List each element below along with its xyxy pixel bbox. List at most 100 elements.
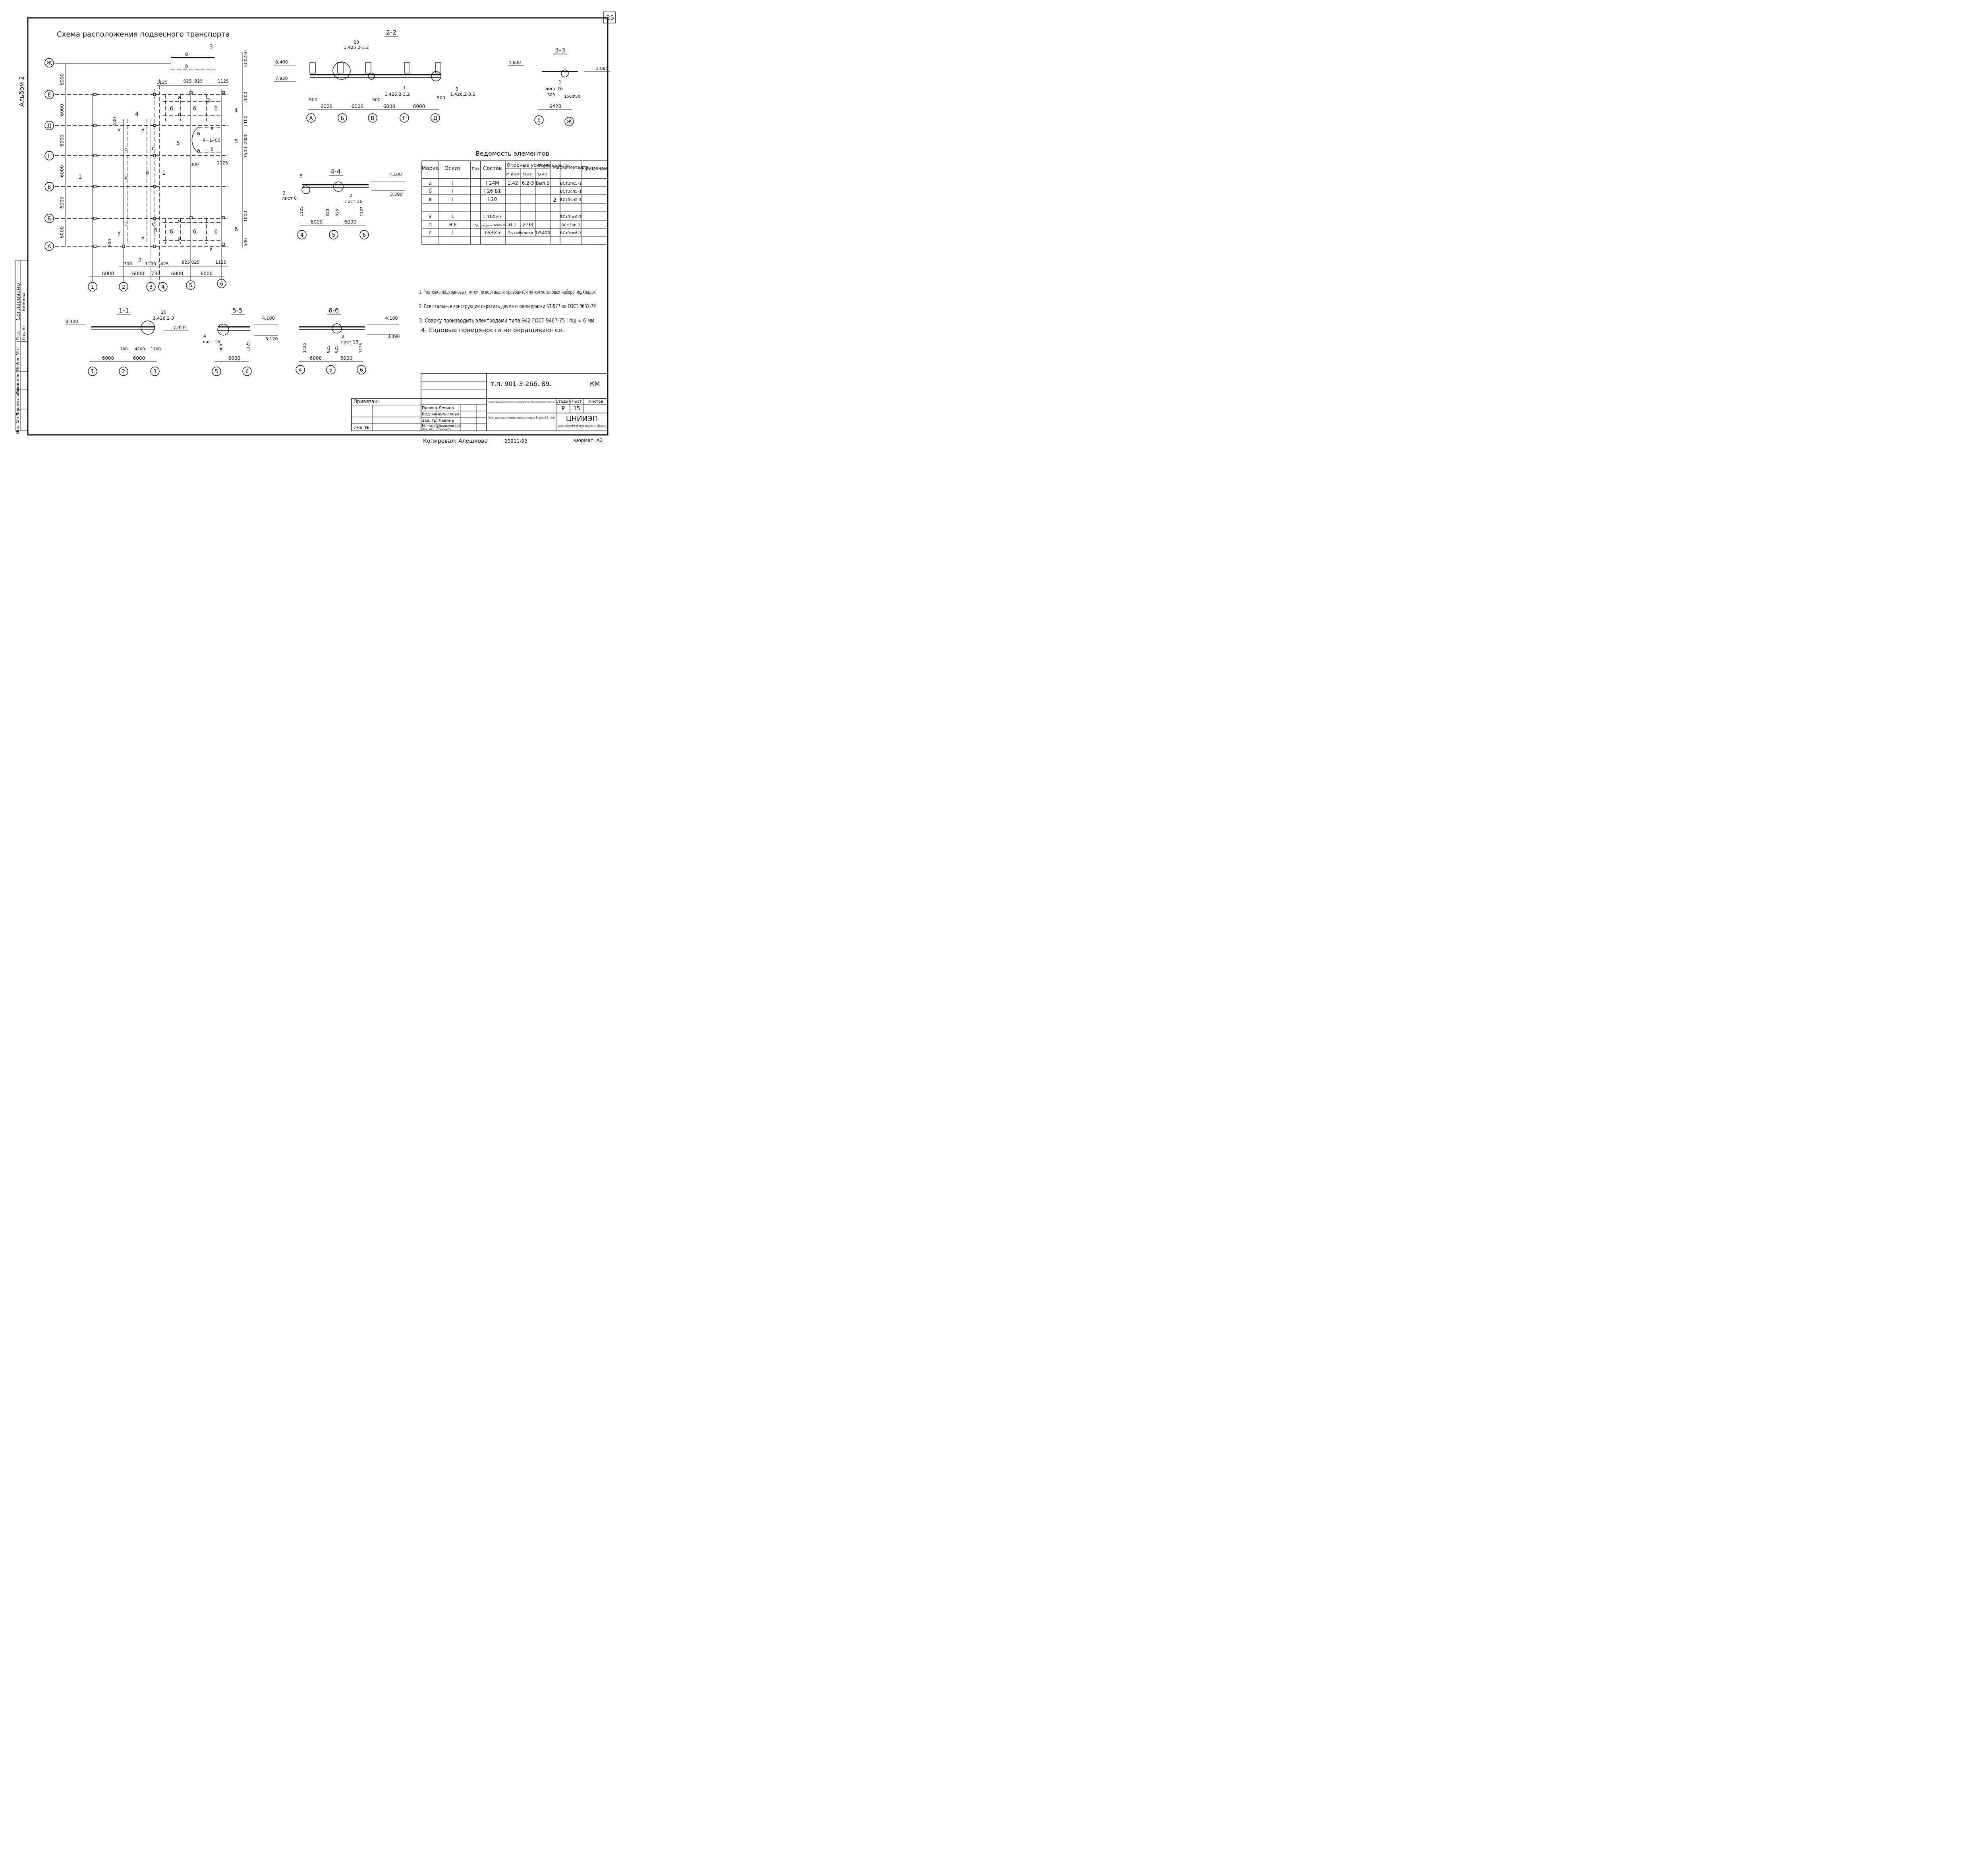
table-cell: L63×5	[485, 230, 500, 235]
svg-text:у: у	[209, 246, 213, 252]
svg-text:15: 15	[574, 406, 580, 412]
svg-text:5: 5	[329, 367, 332, 373]
svg-text:3.120: 3.120	[265, 336, 278, 342]
table-cell: I	[452, 180, 454, 186]
svg-text:500: 500	[243, 59, 248, 67]
plan-row-lines	[55, 63, 228, 247]
svg-text:Н кН: Н кН	[523, 172, 533, 177]
plan-row-dims: 6000 6000 6000 6000 6000 6000	[59, 73, 65, 239]
svg-text:Смыслова: Смыслова	[439, 412, 459, 417]
svg-text:в: в	[211, 146, 214, 152]
svg-text:6000: 6000	[413, 104, 425, 109]
svg-text:6000: 6000	[59, 135, 65, 147]
table-header: Эскиз	[445, 166, 461, 172]
svg-text:Б: Б	[341, 116, 344, 122]
notes: 1. Рихтовка подкрановых путей по вертика…	[419, 289, 596, 334]
svg-text:825: 825	[326, 209, 330, 216]
svg-text:б: б	[193, 106, 196, 112]
svg-text:1125: 1125	[246, 342, 251, 351]
table-cell: а	[429, 180, 432, 186]
svg-text:Лист: Лист	[572, 400, 582, 404]
svg-text:3.880: 3.880	[596, 66, 609, 71]
plan-view: Ж Е Д Г В Б А 6000 6000 6000 6000 6000 6…	[44, 44, 248, 291]
svg-text:Левина: Левина	[439, 419, 454, 423]
table-cell: ВСт3пс6-1	[560, 231, 582, 235]
svg-text:6000: 6000	[59, 104, 65, 116]
svg-text:Д: Д	[433, 116, 437, 122]
svg-text:6000: 6000	[311, 219, 323, 225]
svg-text:4.100: 4.100	[389, 172, 402, 177]
svg-text:825: 825	[184, 79, 192, 84]
table-cell: Э-Е	[449, 222, 457, 228]
table-cell: ВСт3кп 2	[561, 223, 580, 228]
svg-text:1.426.2-3.2: 1.426.2-3.2	[450, 92, 475, 97]
svg-text:1100: 1100	[243, 116, 248, 127]
svg-text:6000: 6000	[59, 73, 65, 86]
svg-text:В: В	[371, 116, 375, 122]
svg-text:Отд. ВГ: Отд. ВГ	[21, 325, 26, 342]
svg-text:Письман: Письман	[439, 428, 451, 431]
org-name: ЦНИИЭП	[566, 415, 598, 423]
table-cell: 2	[553, 197, 557, 203]
section-4-4: 4-4 4.100 3.390 5 3 лист 6 2 лист 16 112…	[282, 168, 405, 239]
axis-row-label: А	[48, 244, 51, 250]
ref-number: 23911-02	[504, 438, 527, 444]
svg-text:6000: 6000	[133, 355, 145, 361]
svg-text:1: 1	[162, 170, 166, 176]
svg-text:1125: 1125	[360, 207, 364, 216]
svg-text:1100: 1100	[145, 261, 156, 266]
table-cell: ВСт3пс5-1	[560, 181, 582, 186]
axis-col-label: 2	[122, 284, 125, 290]
svg-text:1125: 1125	[156, 80, 168, 85]
svg-text:а: а	[197, 148, 200, 154]
svg-text:4.100: 4.100	[262, 316, 275, 321]
svg-text:1.426.2-3: 1.426.2-3	[153, 316, 174, 321]
elements-table: Ведомость элементов Марка Эскиз Поз Сост…	[421, 150, 608, 245]
table-cell: 0.1	[509, 222, 516, 228]
axis-col-label: 3	[149, 284, 153, 290]
table-cell: 1.42	[508, 180, 518, 186]
svg-text:3: 3	[207, 98, 210, 104]
svg-text:инженерного оборудования г. Мо: инженерного оборудования г. Москва	[558, 424, 606, 428]
note-item: 1. Рихтовка подкрановых путей по вертика…	[419, 289, 596, 295]
svg-text:1: 1	[91, 369, 94, 375]
svg-text:300: 300	[219, 344, 224, 351]
svg-text:Нач. отд.: Нач. отд.	[422, 428, 435, 431]
svg-text:у: у	[118, 127, 121, 133]
svg-text:6000: 6000	[171, 271, 184, 276]
svg-text:Инв. № о: Инв. № о	[16, 347, 20, 366]
svg-text:у: у	[141, 235, 145, 241]
svg-text:300: 300	[191, 162, 199, 167]
svg-text:в: в	[211, 126, 214, 132]
svg-text:в: в	[185, 51, 188, 57]
svg-text:6000: 6000	[228, 355, 241, 361]
svg-text:2: 2	[350, 193, 352, 198]
axis-row-label: Д	[47, 123, 51, 129]
svg-text:5: 5	[332, 232, 335, 238]
svg-text:М кНм: М кНм	[506, 172, 520, 177]
svg-text:6000: 6000	[102, 271, 114, 276]
svg-text:500: 500	[112, 117, 117, 125]
sheet-frame	[27, 17, 609, 436]
table-cell: 1/5400	[535, 230, 551, 235]
svg-text:б: б	[170, 106, 173, 112]
table-header: Опорные усилия	[507, 162, 549, 168]
table-cell: ВСт3сп5-1	[560, 189, 582, 194]
svg-text:Отд.: Отд.	[16, 331, 20, 340]
section-title: 4-4	[330, 168, 341, 175]
svg-text:Q кН: Q кН	[538, 172, 548, 177]
svg-text:4.600: 4.600	[508, 60, 521, 65]
svg-text:5: 5	[300, 174, 303, 179]
svg-text:6: 6	[360, 367, 363, 373]
svg-text:500: 500	[437, 95, 445, 100]
svg-text:1125: 1125	[299, 207, 304, 216]
svg-text:1: 1	[403, 85, 406, 91]
svg-text:с: с	[124, 221, 127, 227]
svg-text:Взам. инв. №: Взам. инв. №	[16, 367, 20, 394]
svg-text:б: б	[170, 229, 173, 235]
svg-text:700: 700	[124, 261, 132, 266]
svg-text:750: 750	[573, 95, 580, 99]
svg-text:а: а	[124, 174, 128, 180]
svg-text:Е: Е	[537, 118, 541, 124]
table-cell: у	[429, 214, 432, 220]
